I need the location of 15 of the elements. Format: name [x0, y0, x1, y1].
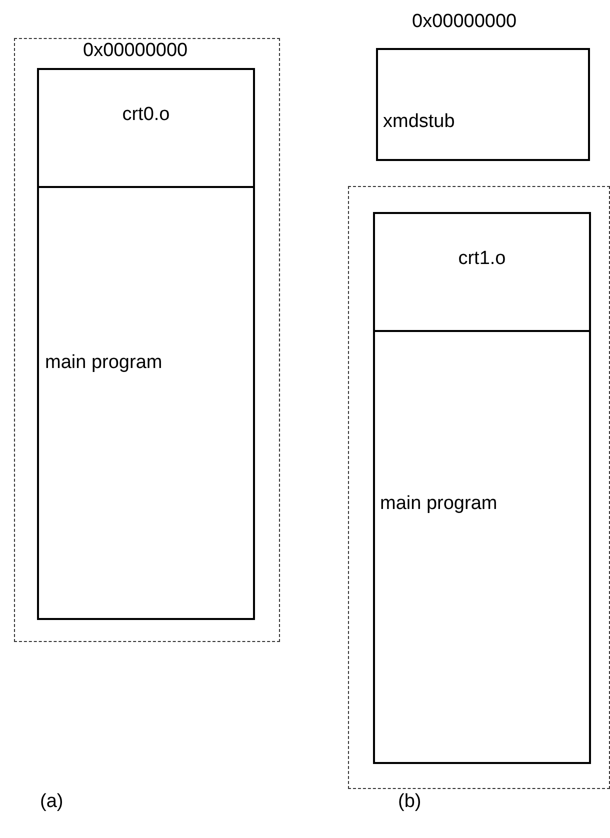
- address-label: 0x00000000: [83, 41, 188, 60]
- dashed-region: [348, 186, 610, 789]
- section-label: main program: [380, 494, 498, 513]
- panel-label: (b): [398, 792, 422, 811]
- panel-label: (a): [40, 792, 64, 811]
- dashed-region: [14, 38, 280, 642]
- address-label: 0x00000000: [412, 12, 517, 31]
- section-label: crt0.o: [121, 105, 171, 124]
- memory-section: [373, 330, 591, 764]
- section-label: main program: [45, 353, 162, 372]
- memory-section: [373, 212, 591, 332]
- section-label: crt1.o: [457, 249, 507, 268]
- memory-section: [37, 186, 255, 620]
- section-label: xmdstub: [383, 112, 455, 131]
- memory-section: [37, 68, 255, 188]
